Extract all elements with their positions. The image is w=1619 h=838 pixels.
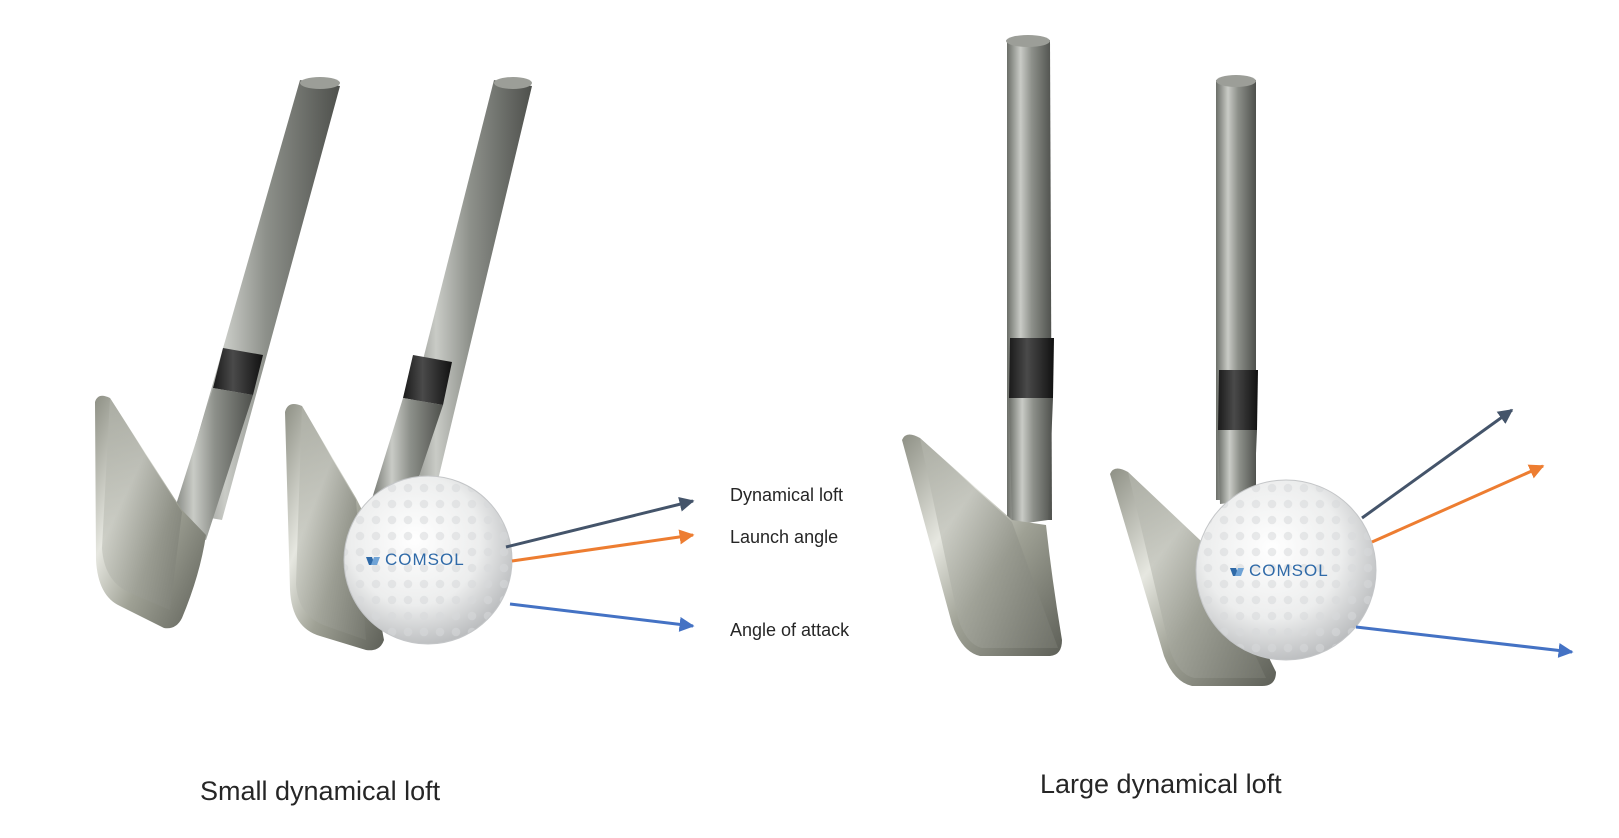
comsol-logo: COMSOL — [366, 550, 465, 569]
label-dynamical-loft: Dynamical loft — [730, 485, 843, 505]
club-face-edge — [920, 438, 1058, 648]
arrow-dynamical-loft-large — [1361, 408, 1514, 520]
logo-text: COMSOL — [385, 550, 465, 569]
club-hosel — [1009, 398, 1053, 525]
shaft-top — [1216, 75, 1256, 87]
arrow-launch-angle-large — [1371, 464, 1545, 544]
shaft-top — [494, 77, 532, 89]
panel-large-loft: COMSOL Large dynamical loft — [902, 35, 1574, 799]
club-small-2 — [285, 77, 532, 651]
club-large-1 — [902, 35, 1062, 656]
arrow-dynamical-loft-small — [505, 496, 695, 549]
shaft-top — [300, 77, 340, 89]
logo-text: COMSOL — [1249, 561, 1329, 580]
arrow-angle-of-attack-large — [1355, 625, 1574, 658]
label-launch-angle: Launch angle — [730, 527, 838, 547]
arrow-angle-of-attack-small — [509, 602, 695, 632]
golf-ball-large: COMSOL — [1195, 479, 1377, 661]
club-face-edge — [102, 398, 182, 610]
club-hosel — [168, 388, 253, 540]
club-ferrule — [403, 355, 452, 405]
club-hosel — [1218, 430, 1257, 504]
arrow-launch-angle-small — [511, 529, 695, 563]
club-ferrule — [213, 348, 263, 395]
panel-small-loft: COMSOL Dynamical loft Launch angle Angle… — [95, 77, 850, 806]
caption-small-loft: Small dynamical loft — [200, 776, 441, 806]
caption-large-loft: Large dynamical loft — [1040, 769, 1282, 799]
label-angle-of-attack: Angle of attack — [730, 620, 850, 640]
shaft-top — [1006, 35, 1050, 47]
club-ferrule — [1218, 370, 1258, 430]
comsol-logo: COMSOL — [1230, 561, 1329, 580]
club-small-1 — [95, 77, 340, 629]
club-ferrule — [1009, 338, 1054, 398]
golf-ball-small: COMSOL — [343, 475, 513, 645]
